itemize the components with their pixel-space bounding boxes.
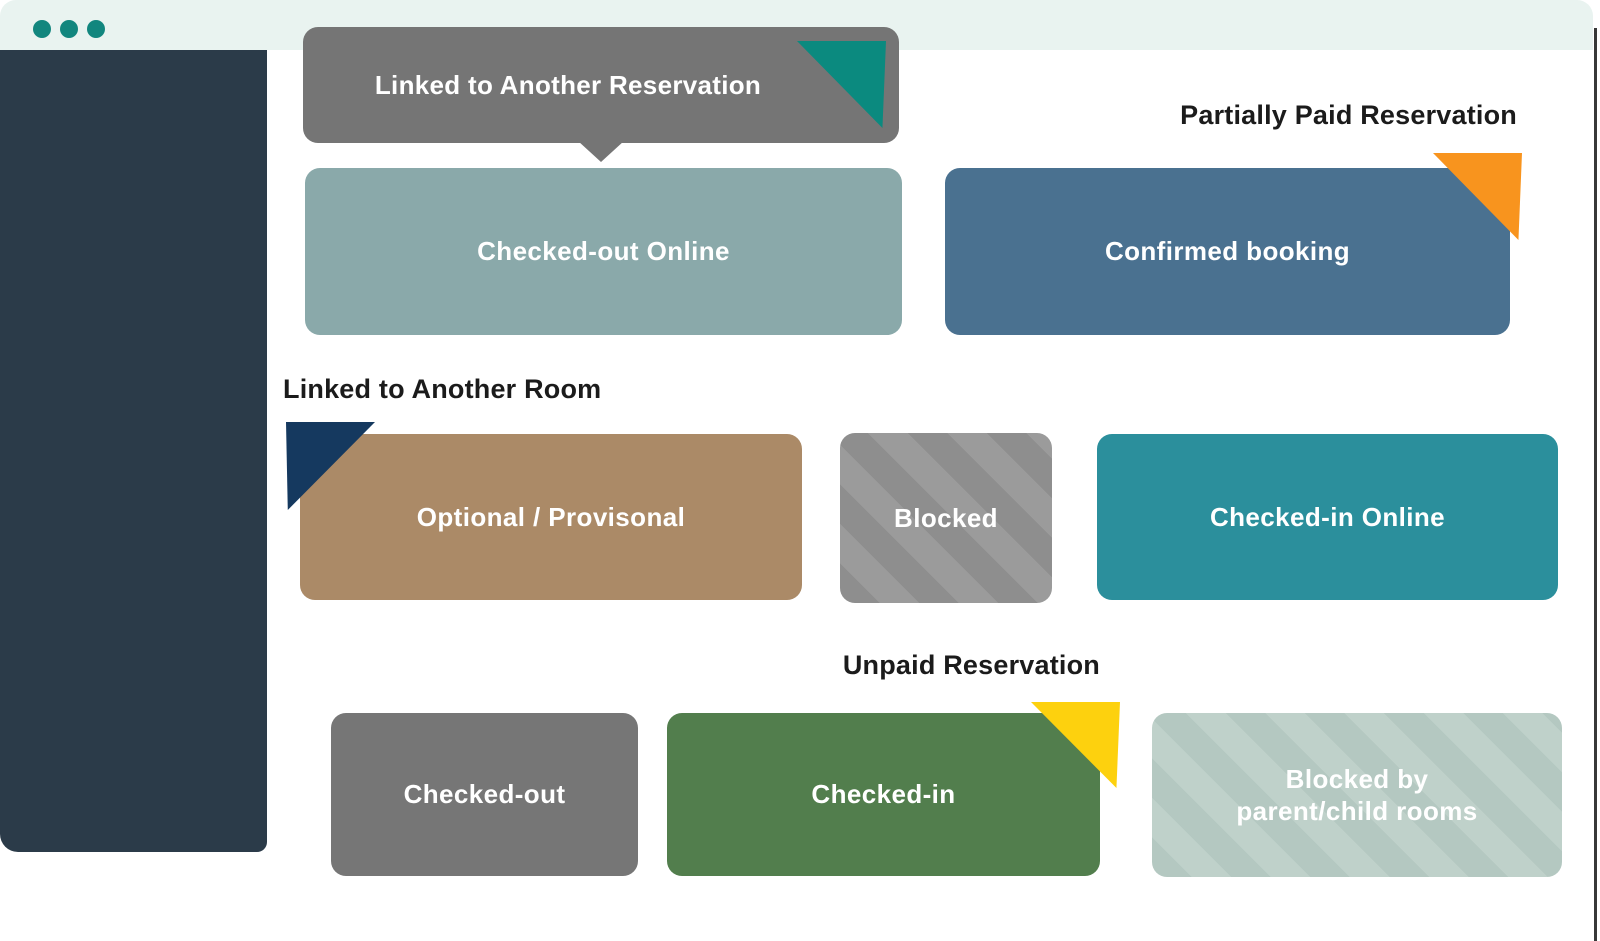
reservation-block-blocked-parent-child[interactable]: Blocked by parent/child rooms (1152, 713, 1562, 877)
reservation-block-optional-provisonal[interactable]: Optional / Provisonal (300, 434, 802, 600)
reservation-block-blocked[interactable]: Blocked (840, 433, 1052, 603)
reservation-block-checked-out-online[interactable]: Checked-out Online (305, 168, 902, 335)
reservation-block-checked-in-online[interactable]: Checked-in Online (1097, 434, 1558, 600)
linked-reservation-tooltip: Linked to Another Reservation (303, 27, 899, 143)
reservation-block-checked-in[interactable]: Checked-in (667, 713, 1100, 876)
window-edge-line (1594, 28, 1597, 941)
block-label: Checked-in (811, 779, 956, 809)
block-label: Optional / Provisonal (416, 501, 686, 532)
reservation-block-checked-out[interactable]: Checked-out (331, 713, 638, 876)
annotation-unpaid: Unpaid Reservation (842, 650, 1100, 680)
block-label: Confirmed booking (1104, 236, 1351, 266)
annotation-partially-paid: Partially Paid Reservation (1180, 100, 1517, 130)
block-label: Checked-out Online (477, 236, 730, 266)
block-label: Checked-in Online (1209, 501, 1446, 532)
window-control-dot-icon[interactable] (60, 20, 78, 38)
window-control-dot-icon[interactable] (33, 20, 51, 38)
block-label: Checked-out (403, 779, 566, 809)
block-label: Blocked (894, 502, 998, 533)
sidebar-nav (0, 50, 267, 852)
linked-reservation-tooltip-label: Linked to Another Reservation (374, 69, 762, 100)
window-control-dot-icon[interactable] (87, 20, 105, 38)
reservation-block-confirmed-booking[interactable]: Confirmed booking (945, 168, 1510, 335)
tooltip-pointer-icon (578, 141, 624, 162)
annotation-linked-room: Linked to Another Room (283, 374, 602, 404)
block-label: Blocked by parent/child rooms (1236, 763, 1478, 827)
